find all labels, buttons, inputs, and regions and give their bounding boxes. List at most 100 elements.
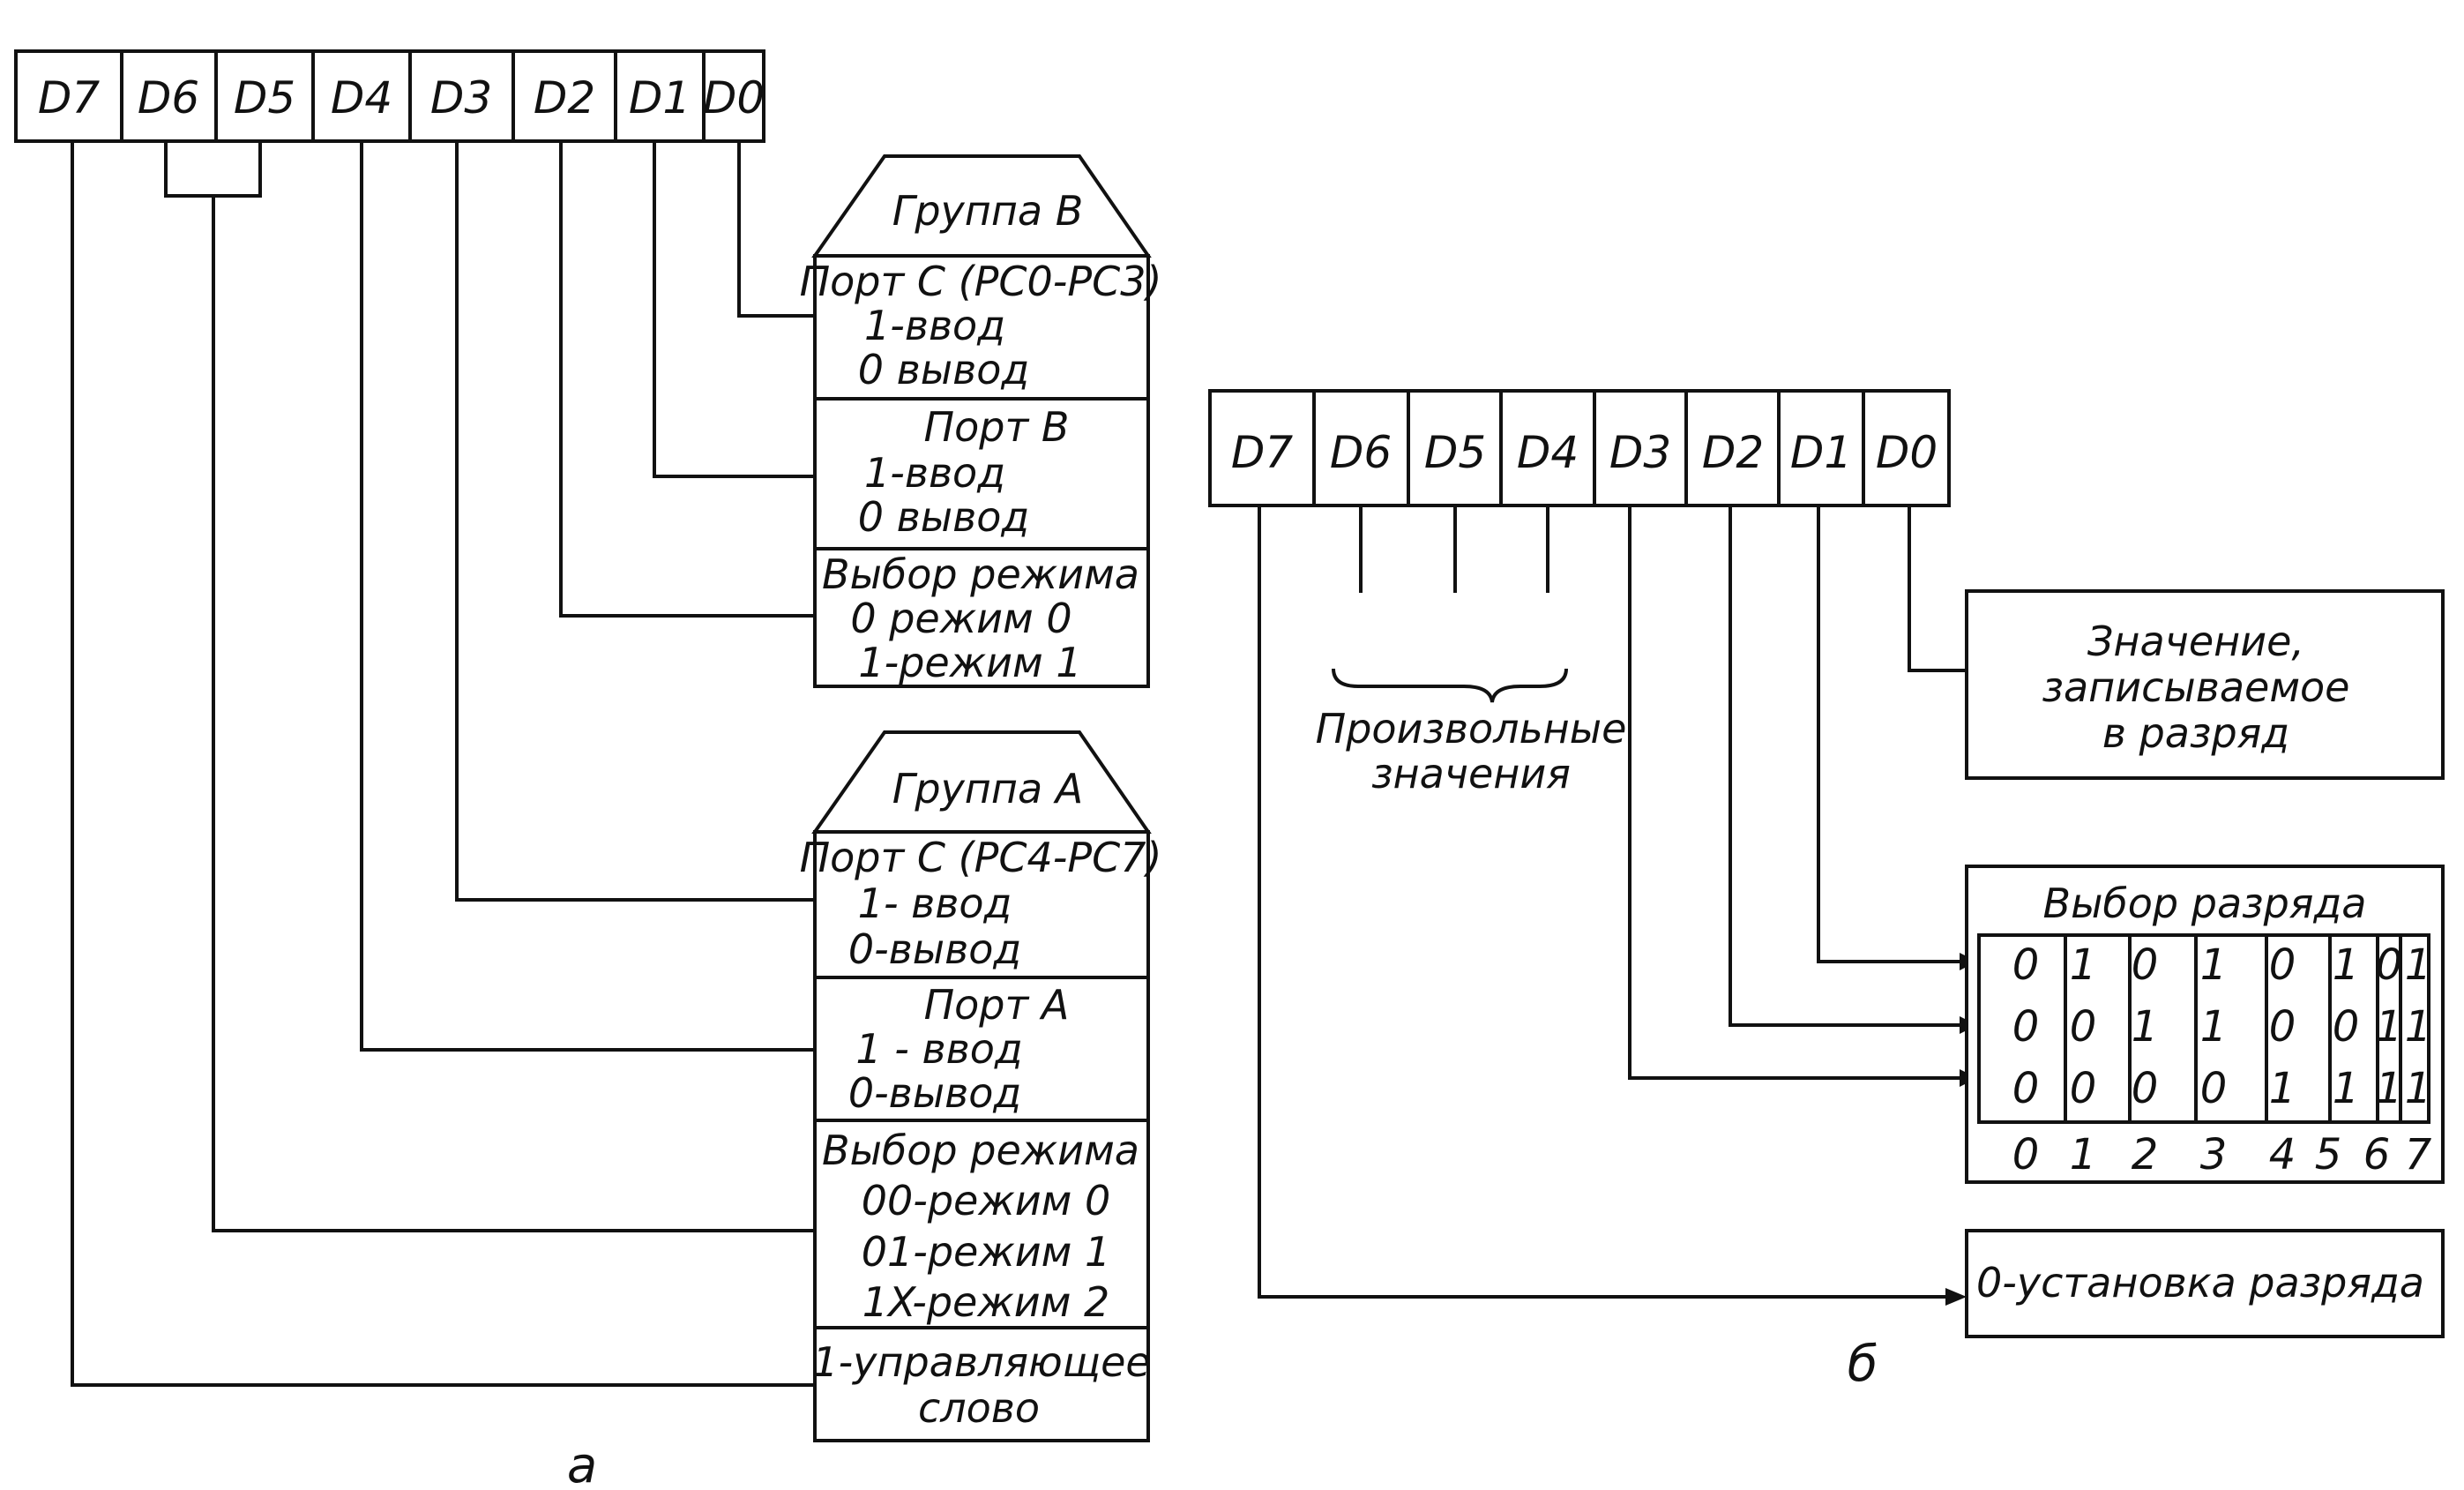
bit-select-title: Выбор разряда	[2043, 880, 2367, 927]
bit-label-d2: D2	[1702, 427, 1764, 478]
bit-select-cell: 0	[2012, 1064, 2040, 1113]
bracket-d6-d5	[164, 141, 262, 198]
line-d4	[360, 141, 815, 1052]
bit-number: 4	[2269, 1130, 2296, 1179]
bit-number: 3	[2200, 1130, 2228, 1179]
line-d3	[1628, 505, 1960, 1080]
caption-b: б	[1848, 1336, 1878, 1393]
bit-select-cell: 0	[2333, 1002, 2360, 1052]
bit-select-cell: 0	[2200, 1064, 2228, 1113]
register-b: D7 D6 D5 D4 D3 D2 D1 D0	[1208, 389, 1951, 507]
bit-select-table: Выбор разряда 0 1 0 1 0 1 0 1 0 0 1 1 0 …	[1965, 865, 2445, 1184]
bit-number: 7	[2405, 1130, 2432, 1179]
bit-label-d1: D1	[1790, 427, 1852, 478]
bit-label-d6: D6	[1330, 427, 1392, 478]
port-b-title: Порт B	[924, 403, 1070, 451]
bit-number: 1	[2070, 1130, 2097, 1179]
value-box-line2: записываемое	[2042, 663, 2350, 711]
bit-number: 5	[2315, 1130, 2342, 1179]
caption-a: a	[567, 1437, 597, 1490]
register-a: D7 D6 D5 D4 D3 D2 D1 D0	[14, 49, 765, 143]
bit-label-d0: D0	[703, 72, 765, 124]
port-c-high-output: 0-вывод	[848, 925, 1021, 973]
arbitrary-bits: Произвольные значения	[1316, 505, 1627, 797]
port-c-low-output: 0 вывод	[858, 346, 1029, 393]
bit-label-d3: D3	[430, 72, 492, 124]
arbitrary-label-line1: Произвольные	[1316, 705, 1627, 752]
bit-select-cell: 0	[2269, 940, 2296, 990]
line-d0	[737, 141, 815, 318]
bit-select-cell: 1	[2333, 1064, 2360, 1113]
port-b-output: 0 вывод	[858, 493, 1029, 541]
port-a-output: 0-вывод	[848, 1069, 1021, 1117]
port-b-input: 1-ввод	[864, 449, 1005, 497]
bit-label-d7: D7	[1231, 427, 1294, 478]
connectors-b	[1258, 505, 1977, 1306]
bit-label-d0: D0	[1876, 427, 1938, 478]
port-a-input: 1 - ввод	[855, 1025, 1022, 1073]
group-a-mode-01: 01-режим 1	[862, 1228, 1111, 1276]
bit-select-cell: 1	[2070, 940, 2097, 990]
bit-select-cell: 1	[2333, 940, 2360, 990]
bit-label-d3: D3	[1609, 427, 1671, 478]
group-b-mode-title: Выбор режима	[822, 550, 1139, 598]
bit-select-cell: 1	[2405, 940, 2432, 990]
port-c-high-input: 1- ввод	[858, 880, 1012, 927]
set-bit-label: 0-установка разряда	[1976, 1259, 2424, 1307]
bit-select-cell: 0	[2269, 1002, 2296, 1052]
bit-label-d1: D1	[629, 72, 691, 124]
bit-number: 6	[2363, 1130, 2391, 1179]
bit-select-cell: 1	[2200, 940, 2228, 990]
bit-select-cell: 0	[2132, 940, 2159, 990]
diagram-b: D7 D6 D5 D4 D3 D2 D1 D0 Произвольные зна…	[1208, 389, 2445, 1393]
bit-select-cell: 1	[2405, 1064, 2432, 1113]
bit-select-cell: 1	[2269, 1064, 2296, 1113]
bit-select-cell: 0	[2070, 1002, 2097, 1052]
bit-select-cell: 0	[2070, 1064, 2097, 1113]
control-word-line1: 1-управляющее	[812, 1338, 1150, 1386]
line-d7	[1258, 505, 1949, 1299]
line-d1	[653, 141, 815, 478]
bit-select-cell: 1	[2376, 1064, 2403, 1113]
line-d0	[1908, 505, 1967, 672]
arbitrary-label-line2: значения	[1371, 750, 1571, 797]
set-bit-box: 0-установка разряда	[1965, 1229, 2445, 1338]
diagram-a: D7 D6 D5 D4 D3 D2 D1 D0 Группа B	[14, 49, 1162, 1490]
value-box-line3: в разряд	[2102, 709, 2289, 757]
bit-select-cell: 0	[2376, 940, 2403, 990]
line-d7	[71, 141, 815, 1387]
line-d6-d5	[212, 196, 815, 1232]
line-d3	[455, 141, 815, 902]
value-box-line1: Значение,	[2087, 618, 2304, 665]
group-b-mode-1: 1-режим 1	[858, 639, 1081, 686]
group-a-block: Группа A Порт C (PC4-PC7) 1- ввод 0-выво…	[800, 730, 1161, 1442]
group-a-mode-00: 00-режим 0	[862, 1177, 1111, 1224]
line-d2	[559, 141, 815, 618]
bit-label-d7: D7	[38, 72, 101, 124]
bit-label-d4: D4	[331, 72, 392, 124]
curly-brace	[1332, 668, 1568, 703]
port-a-title: Порт A	[924, 981, 1070, 1029]
line-d2	[1729, 505, 1960, 1027]
bit-label-d6: D6	[138, 72, 199, 124]
connectors-a	[71, 141, 815, 1387]
bit-select-cell: 0	[2132, 1064, 2159, 1113]
port-c-low-title: Порт C (PC0-PC3)	[800, 258, 1162, 305]
port-c-low-input: 1-ввод	[864, 302, 1005, 349]
bit-number: 2	[2132, 1130, 2159, 1179]
group-a-title: Группа A	[892, 765, 1083, 812]
control-word-line2: слово	[918, 1384, 1040, 1432]
bit-label-d4: D4	[1517, 427, 1579, 478]
line-d1	[1817, 505, 1960, 963]
bit-label-d5: D5	[234, 72, 295, 124]
bit-select-cell: 1	[2405, 1002, 2432, 1052]
value-box: Значение, записываемое в разряд	[1965, 589, 2445, 780]
bit-label-d5: D5	[1424, 427, 1486, 478]
group-a-mode-title: Выбор режима	[822, 1127, 1139, 1174]
group-b-title: Группа B	[892, 187, 1084, 235]
bit-select-cell: 0	[2012, 1002, 2040, 1052]
group-a-mode-1x: 1X-режим 2	[862, 1278, 1110, 1326]
arrow-d7	[1945, 1288, 1967, 1306]
bit-label-d2: D2	[534, 72, 595, 124]
